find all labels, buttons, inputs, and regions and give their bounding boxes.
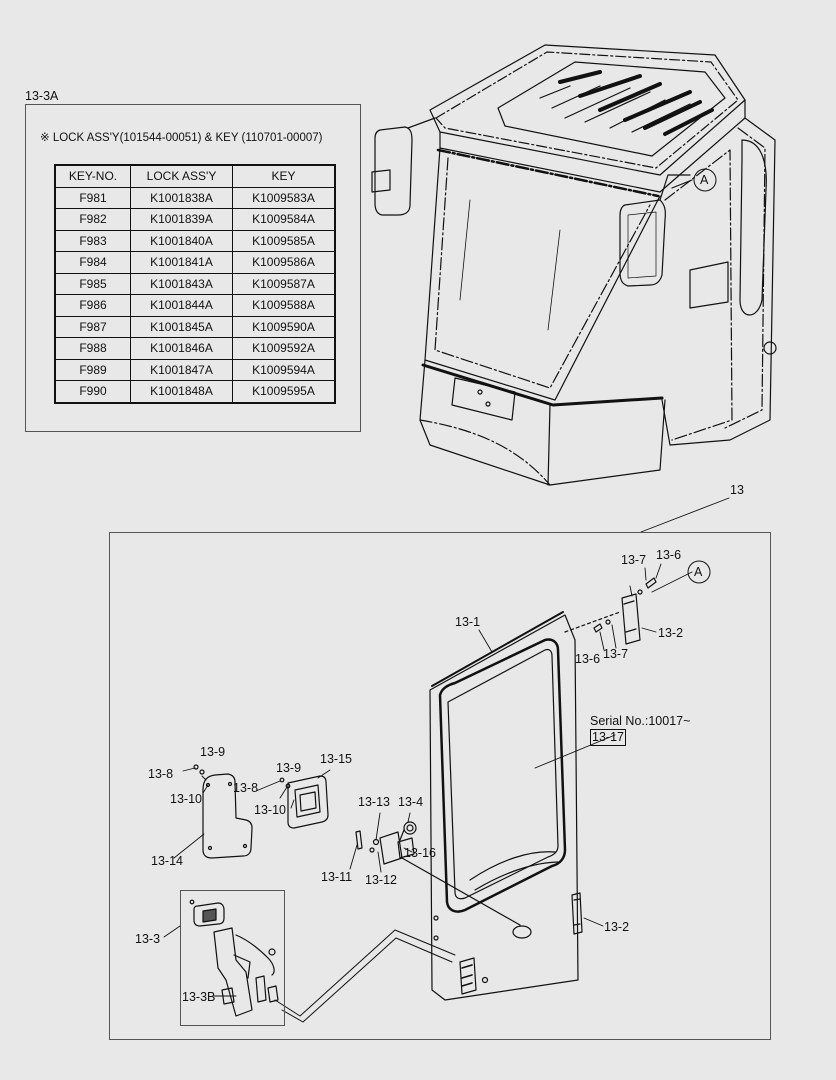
- callout-13-6-mid: 13-6: [575, 652, 601, 666]
- callout-13-14: 13-14: [151, 854, 183, 868]
- table-cell: K1009584A: [232, 208, 336, 231]
- table-cell: K1009588A: [232, 294, 336, 317]
- inset-title: 13-3A: [25, 89, 59, 103]
- detail-a-label-cab: A: [700, 173, 709, 187]
- door-exploded-view: [109, 532, 771, 1040]
- table-cell: F986: [54, 294, 131, 317]
- callout-13-15: 13-15: [320, 752, 352, 766]
- table-cell: F988: [54, 337, 131, 360]
- table-cell: K1001838A: [130, 186, 233, 209]
- table-cell: F987: [54, 315, 131, 338]
- callout-13-7-top: 13-7: [621, 553, 647, 567]
- table-cell: F985: [54, 272, 131, 295]
- callout-13-8-right: 13-8: [233, 781, 259, 795]
- callout-13-2-top: 13-2: [658, 626, 684, 640]
- table-cell: K1009595A: [232, 380, 336, 403]
- table-cell: K1009592A: [232, 337, 336, 360]
- table-cell: K1001840A: [130, 229, 233, 252]
- column-header: KEY-NO.: [54, 164, 131, 188]
- table-cell: K1001841A: [130, 251, 233, 274]
- column-header: KEY: [232, 164, 336, 188]
- callout-13-10-right: 13-10: [254, 803, 286, 817]
- table-cell: K1009594A: [232, 358, 336, 381]
- serial-number-note: Serial No.:10017~: [590, 714, 691, 728]
- table-cell: K1001847A: [130, 358, 233, 381]
- lock-subassembly-frame: [180, 890, 285, 1026]
- detail-a-label-door: A: [694, 565, 703, 579]
- table-cell: K1009590A: [232, 315, 336, 338]
- lock-assembly-note: ※ LOCK ASS'Y(101544-00051) & KEY (110701…: [40, 132, 323, 144]
- table-cell: K1001845A: [130, 315, 233, 338]
- table-cell: K1001843A: [130, 272, 233, 295]
- callout-13-9-right: 13-9: [276, 761, 302, 775]
- callout-13-16: 13-16: [404, 846, 436, 860]
- table-cell: K1001839A: [130, 208, 233, 231]
- table-cell: F990: [54, 380, 131, 403]
- table-cell: K1009586A: [232, 251, 336, 274]
- table-cell: K1001846A: [130, 337, 233, 360]
- callout-13-12: 13-12: [365, 873, 397, 887]
- callout-13-4: 13-4: [398, 795, 424, 809]
- callout-13-3b: 13-3B: [182, 990, 216, 1004]
- callout-13-6-top: 13-6: [656, 548, 682, 562]
- callout-13-7-mid: 13-7: [603, 647, 629, 661]
- column-header: LOCK ASS'Y: [130, 164, 233, 188]
- door-illustration: [189, 577, 657, 1023]
- callout-13-11: 13-11: [321, 870, 353, 884]
- table-header-row: KEY-NO. LOCK ASS'Y KEY: [54, 164, 336, 188]
- table-cell: K1009587A: [232, 272, 336, 295]
- table-cell: K1009585A: [232, 229, 336, 252]
- detail-a-marker-door: [687, 560, 711, 584]
- callout-13-1: 13-1: [455, 615, 481, 629]
- callout-13-10-left: 13-10: [170, 792, 202, 806]
- table-cell: K1001844A: [130, 294, 233, 317]
- callout-13-13: 13-13: [358, 795, 390, 809]
- callout-13-9-left: 13-9: [200, 745, 226, 759]
- lock-key-inset: [25, 104, 361, 432]
- table-cell: K1001848A: [130, 380, 233, 403]
- callout-13: 13: [730, 483, 744, 497]
- callout-13-3: 13-3: [135, 932, 161, 946]
- cab-illustration: [371, 44, 777, 486]
- detail-a-marker-cab: [693, 168, 717, 192]
- table-cell: F984: [54, 251, 131, 274]
- callout-13-8-left: 13-8: [148, 767, 174, 781]
- callout-13-2-bottom: 13-2: [604, 920, 630, 934]
- table-cell: K1009583A: [232, 186, 336, 209]
- table-cell: F989: [54, 358, 131, 381]
- callout-13-17-box: [590, 729, 626, 746]
- table-cell: F982: [54, 208, 131, 231]
- table-cell: F983: [54, 229, 131, 252]
- table-cell: F981: [54, 186, 131, 209]
- leader-lines: [163, 497, 730, 997]
- callout-13-17: 13-17: [592, 730, 624, 744]
